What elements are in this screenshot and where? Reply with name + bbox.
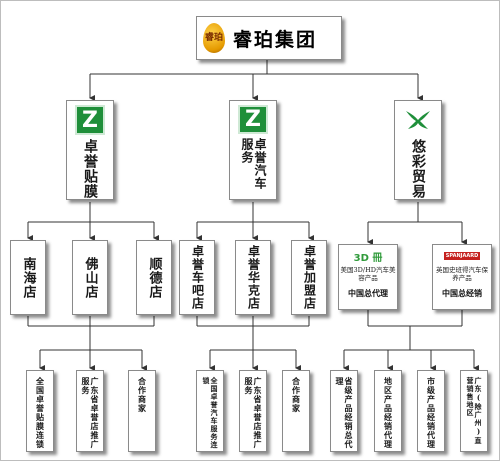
service-label: 市级产品经销代理 xyxy=(426,377,437,449)
service-label: 广东省卓誉店推广服务 xyxy=(81,377,100,449)
service-node: 广东省卓誉店推广服务 xyxy=(76,370,104,452)
branch-node: Z 卓誉汽车服务 xyxy=(229,100,277,200)
store-node: 南海店 xyxy=(10,240,46,315)
branch-node: Z 卓誉贴膜 xyxy=(66,100,114,200)
service-node: 合作商家 xyxy=(128,370,156,452)
store-node: 卓誉车吧店 xyxy=(179,240,215,315)
branch-title: 卓誉汽车服务 xyxy=(240,138,267,190)
store-node: 卓誉加盟店 xyxy=(291,240,327,315)
group-logo-icon: 睿珀 xyxy=(203,23,225,53)
branch-title: 卓誉贴膜 xyxy=(82,139,98,199)
3d-brand-logo: 3D 冊 xyxy=(353,252,383,264)
store-label: 卓誉加盟店 xyxy=(302,245,317,310)
store-label: 顺德店 xyxy=(146,256,162,299)
service-node: 市级产品经销代理 xyxy=(417,370,445,452)
store-label: 卓誉车吧店 xyxy=(190,245,205,310)
spanjaard-brand-logo: SPANJAARD xyxy=(443,252,481,260)
root-node: 睿珀 睿珀集团 xyxy=(196,16,342,60)
service-label: 合作商家 xyxy=(137,377,148,413)
service-label: 地区产品经销代理 xyxy=(383,377,394,449)
store-label: 南海店 xyxy=(20,256,36,299)
product-description: 美国3D/HD汽车美容产品 xyxy=(340,266,396,282)
store-label: 卓誉华克店 xyxy=(246,245,261,310)
service-node: 省级产品经销总代理 xyxy=(330,370,358,452)
store-node: 佛山店 xyxy=(72,240,108,315)
product-node: SPANJAARD 英国史班得汽车保养产品 中国总经销 xyxy=(432,244,492,310)
agent-label: 中国总经销 xyxy=(442,288,482,298)
service-node: 全国卓誉贴膜连锁 xyxy=(26,370,54,452)
youcai-logo-icon xyxy=(403,105,433,135)
service-label: 全国卓誉贴膜连锁 xyxy=(35,377,46,449)
service-node: 全国卓誉汽车服务连锁 xyxy=(196,370,224,452)
service-label: 广东(除广州)直营销售地区 xyxy=(466,377,483,445)
branch-node: 悠彩贸易 xyxy=(394,100,442,200)
service-label: 省级产品经销总代理 xyxy=(335,377,354,449)
service-node: 广东省卓誉店推广服务 xyxy=(239,370,267,452)
service-label: 广东省卓誉店推广服务 xyxy=(244,377,263,449)
store-label: 佛山店 xyxy=(82,256,98,299)
zhuoyu-logo-icon: Z xyxy=(75,105,105,135)
zhuoyu-logo-icon: Z xyxy=(238,105,268,134)
agent-label: 中国总代理 xyxy=(348,288,388,298)
store-node: 顺德店 xyxy=(136,240,172,315)
product-node: 3D 冊 美国3D/HD汽车美容产品 中国总代理 xyxy=(338,244,398,310)
service-label: 全国卓誉汽车服务连锁 xyxy=(202,377,219,449)
branch-title: 悠彩贸易 xyxy=(410,139,426,199)
product-description: 英国史班得汽车保养产品 xyxy=(436,266,488,282)
root-title: 睿珀集团 xyxy=(233,28,318,51)
service-node: 地区产品经销代理 xyxy=(374,370,402,452)
service-label: 合作商家 xyxy=(291,377,302,413)
service-node: 广东(除广州)直营销售地区 xyxy=(460,370,488,452)
store-node: 卓誉华克店 xyxy=(235,240,271,315)
service-node: 合作商家 xyxy=(282,370,310,452)
